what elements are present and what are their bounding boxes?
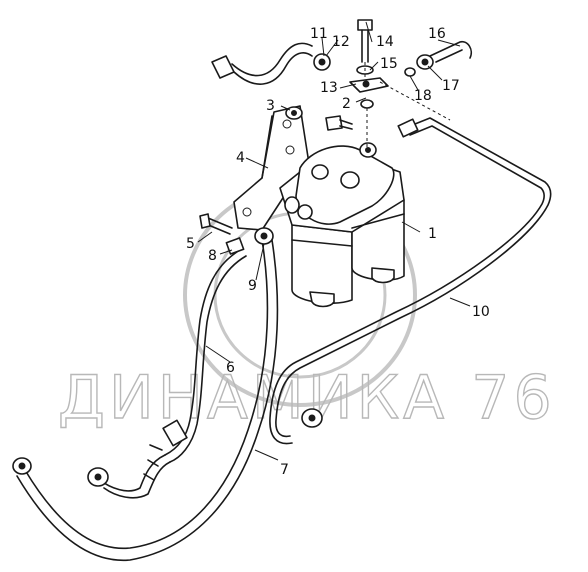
callout-13: 13 <box>320 80 338 96</box>
leader-lines <box>197 21 471 461</box>
callout-17: 17 <box>442 78 460 94</box>
callout-14: 14 <box>376 34 394 50</box>
callout-18: 18 <box>414 88 432 104</box>
callout-9: 9 <box>248 278 257 294</box>
hose-7 <box>12 239 279 562</box>
callout-4: 4 <box>236 150 245 166</box>
callout-2: 2 <box>342 96 351 112</box>
pipe-6 <box>87 249 247 499</box>
callout-3: 3 <box>266 98 275 114</box>
callout-15: 15 <box>380 56 398 72</box>
callout-1: 1 <box>428 226 437 242</box>
hose-top-left <box>211 42 331 85</box>
pipe-10 <box>269 117 552 445</box>
callout-16: 16 <box>428 26 446 42</box>
callout-12: 12 <box>332 34 350 50</box>
fitting-13-14-15 <box>349 19 451 150</box>
callout-11: 11 <box>310 26 328 42</box>
callout-7: 7 <box>280 462 289 478</box>
fuel-filter-1 <box>279 142 405 308</box>
hose-16 <box>404 40 473 77</box>
callout-6: 6 <box>226 360 235 376</box>
callout-5: 5 <box>186 236 195 252</box>
callout-8: 8 <box>208 248 217 264</box>
callout-10: 10 <box>472 304 490 320</box>
